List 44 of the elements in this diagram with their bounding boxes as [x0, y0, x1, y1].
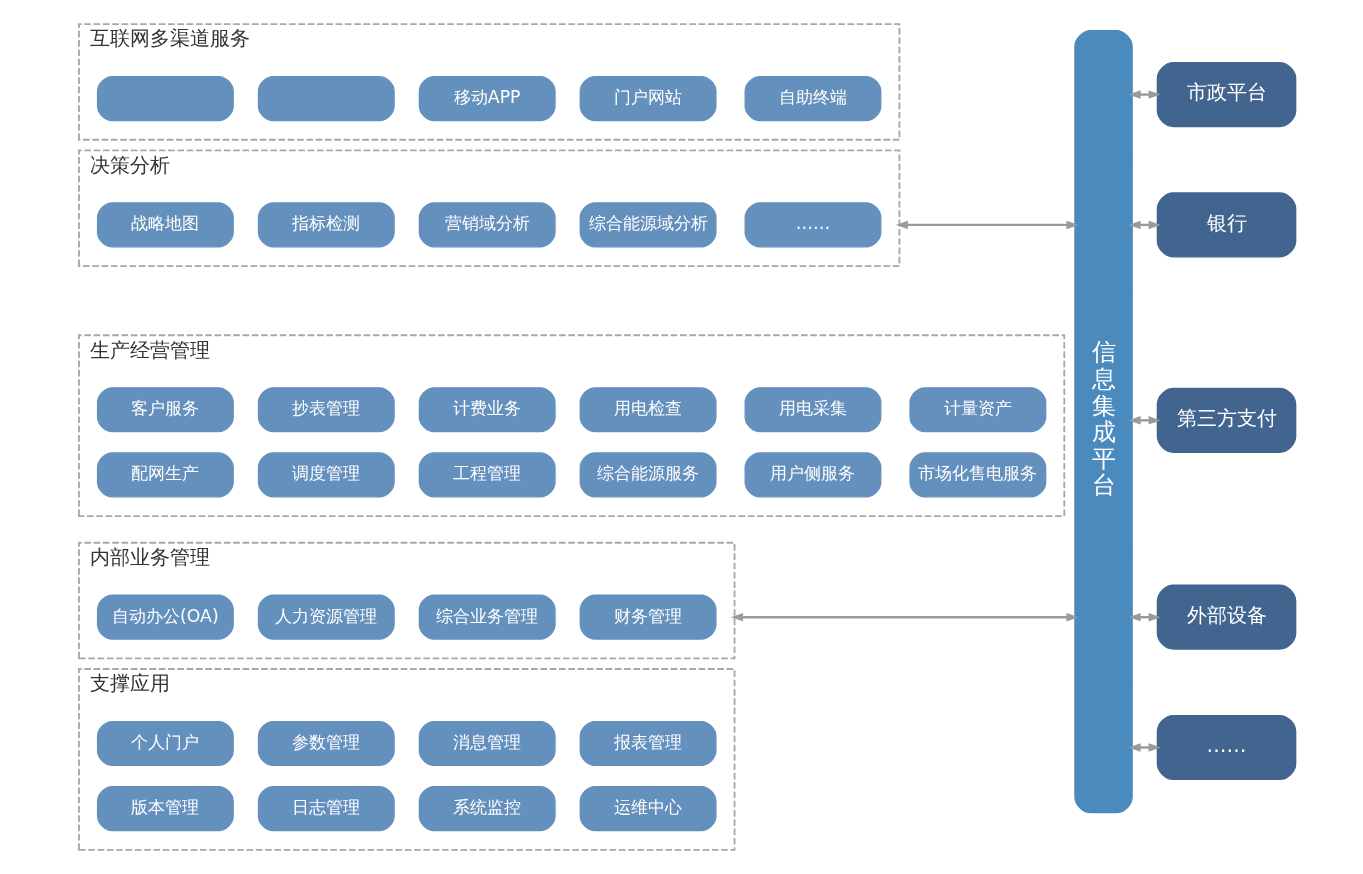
- node-box: 用电采集: [744, 387, 881, 433]
- node-box: 人力资源管理: [257, 594, 395, 640]
- node-box: 战略地图: [96, 202, 234, 248]
- node-box: 综合业务管理: [418, 594, 556, 640]
- node-box: ……: [1156, 714, 1296, 781]
- node-box: 参数管理: [257, 720, 395, 767]
- node-box: [257, 75, 395, 122]
- node-box: 财务管理: [579, 594, 717, 640]
- node-box: [96, 75, 234, 122]
- arrow: [1128, 416, 1161, 425]
- node-box: 指标检测: [257, 202, 395, 248]
- node-box: 配网生产: [96, 452, 234, 498]
- node-box: 外部设备: [1156, 584, 1296, 650]
- node-box: 第三方支付: [1156, 387, 1296, 453]
- node-box: 门户网站: [579, 75, 717, 122]
- node-box: 移动APP: [418, 75, 556, 122]
- node-box: 自动办公(OA): [96, 594, 234, 640]
- arrow: [730, 612, 1079, 622]
- node-box: 市场化售电服务: [908, 452, 1046, 498]
- node-box: 个人门户: [96, 720, 234, 767]
- node-box: 用户侧服务: [744, 452, 881, 498]
- arrow: [1128, 90, 1161, 99]
- arrow: [895, 220, 1079, 230]
- node-box: 综合能源服务: [579, 452, 717, 498]
- node-box: 综合能源域分析: [579, 202, 717, 248]
- node-box: 调度管理: [257, 452, 395, 498]
- node-box: 市政平台: [1156, 62, 1296, 128]
- node-box: 抄表管理: [257, 387, 395, 433]
- node-box: 银行: [1156, 192, 1296, 258]
- node-box: 消息管理: [418, 720, 556, 767]
- node-box: 计费业务: [418, 387, 556, 433]
- node-box: 工程管理: [418, 452, 556, 498]
- node-box: 版本管理: [96, 786, 234, 832]
- node-box: 运维中心: [579, 786, 717, 832]
- node-box: 报表管理: [579, 720, 717, 767]
- node-box: 自助终端: [744, 75, 881, 122]
- node-box: ……: [744, 202, 881, 248]
- node-box: 系统监控: [418, 786, 556, 832]
- node-box: 营销域分析: [418, 202, 556, 248]
- node-box: 客户服务: [96, 387, 234, 433]
- node-box: 用电检查: [579, 387, 717, 433]
- arrow: [1128, 743, 1161, 752]
- node-box: 计量资产: [908, 387, 1046, 433]
- node-box: 日志管理: [257, 786, 395, 832]
